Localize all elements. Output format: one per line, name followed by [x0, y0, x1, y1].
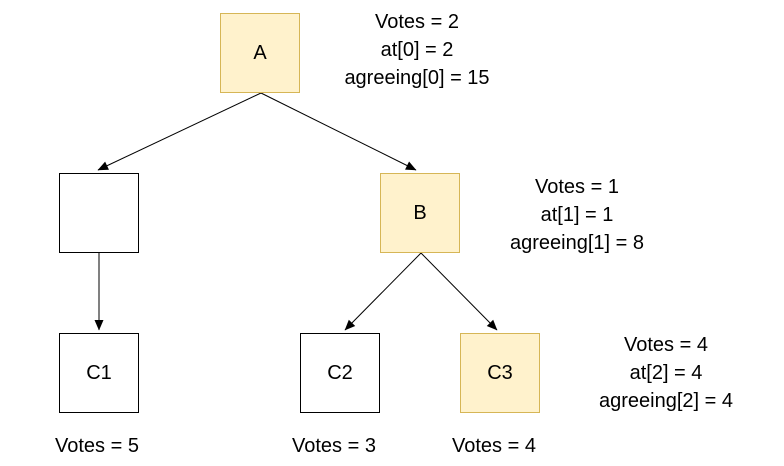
node-c3-label: C3 [487, 361, 513, 384]
node-c2: C2 [300, 333, 380, 413]
annotation-node-c3: Votes = 4 at[2] = 4 agreeing[2] = 4 [571, 331, 761, 415]
annotation-node-a: Votes = 2 at[0] = 2 agreeing[0] = 15 [322, 8, 512, 92]
annotation-line-votes: Votes = 1 [535, 176, 619, 198]
annotation-node-b: Votes = 1 at[1] = 1 agreeing[1] = 8 [482, 173, 672, 257]
node-b-label: B [413, 201, 427, 224]
node-blank [59, 173, 139, 253]
vote-label-c3: Votes = 4 [452, 435, 536, 457]
vote-label-c1: Votes = 5 [55, 435, 139, 457]
node-a: A [220, 13, 300, 93]
annotation-line-agreeing: agreeing[1] = 8 [510, 232, 644, 254]
annotation-line-agreeing: agreeing[0] = 15 [344, 67, 490, 89]
edge-a-to-b-arrow [260, 92, 417, 171]
annotation-line-votes: Votes = 2 [375, 11, 459, 33]
annotation-line-agreeing: agreeing[2] = 4 [599, 390, 733, 412]
node-c1-label: C1 [86, 361, 112, 384]
node-c3: C3 [460, 333, 540, 413]
edge-b-to-c2-arrow [344, 252, 422, 331]
annotation-line-votes: Votes = 4 [624, 334, 708, 356]
annotation-line-at: at[1] = 1 [540, 204, 614, 226]
node-b: B [380, 173, 460, 253]
node-a-label: A [253, 41, 267, 64]
edge-a-to-blank-arrow [97, 92, 262, 171]
node-c1: C1 [59, 333, 139, 413]
vote-label-c2: Votes = 3 [292, 435, 376, 457]
annotation-line-at: at[0] = 2 [380, 39, 454, 61]
annotation-line-at: at[2] = 4 [629, 362, 703, 384]
edge-b-to-c3-arrow [420, 252, 498, 331]
node-c2-label: C2 [327, 361, 353, 384]
